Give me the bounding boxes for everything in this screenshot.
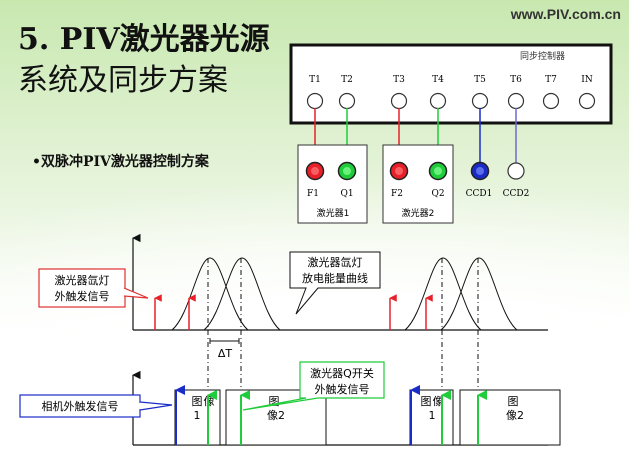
callout-discharge-line2: 放电能量曲线 — [302, 271, 368, 285]
bullet-heading: •双脉冲PIV激光器控制方案 — [32, 154, 209, 170]
port-label-t7: T7 — [545, 75, 557, 85]
frame2a-line2: 像2 — [267, 409, 285, 422]
callout-discharge-curve — [289, 251, 381, 315]
callout-q-switch-line2: 外触发信号 — [315, 382, 370, 396]
callout-flash-trigger — [38, 268, 126, 308]
frame2a-line1: 图 — [269, 395, 280, 408]
frame-image2-pair2 — [459, 389, 561, 446]
ccd1-label: CCD1 — [466, 189, 493, 199]
port-t5-connector — [471, 92, 489, 110]
callout-flash-trigger-line1: 激光器氙灯 — [55, 273, 110, 287]
frame1a-char3: 1 — [194, 409, 201, 422]
sync-controller-label: 同步控制器 — [520, 50, 565, 62]
frame1b-char3: 1 — [429, 409, 436, 422]
frame1b-char2: 像 — [433, 395, 444, 408]
callout-q-switch-trigger — [242, 361, 385, 411]
discharge-curve-1a — [171, 257, 249, 331]
sync-controller-box — [289, 43, 613, 125]
ccd2-label: CCD2 — [503, 189, 530, 199]
frame1b-char1: 图 — [421, 395, 432, 408]
slide-title-line1: 5. PIV激光器光源 — [18, 22, 270, 57]
port-label-t4: T4 — [432, 75, 444, 85]
laser1-label: 激光器1 — [317, 207, 350, 219]
port-label-t5: T5 — [474, 75, 486, 85]
port-t7-connector — [542, 92, 560, 110]
ccd2-connector — [507, 162, 525, 180]
port-label-t6: T6 — [510, 75, 522, 85]
port-in-connector — [578, 92, 596, 110]
laser2-box — [382, 144, 454, 224]
laser1-box — [297, 144, 368, 224]
port-label-in: IN — [581, 75, 593, 85]
port-t4-connector — [429, 92, 447, 110]
callout-flash-trigger-line2: 外触发信号 — [55, 289, 110, 303]
slide-title-line2: 系统及同步方案 — [18, 63, 228, 98]
frame2b-line2: 像2 — [506, 409, 524, 422]
callout-q-switch-line1: 激光器Q开关 — [310, 366, 374, 380]
port-t1-connector — [306, 92, 324, 110]
callout-discharge-line1: 激光器氙灯 — [308, 255, 363, 269]
port-t6-connector — [507, 92, 525, 110]
port-t2-connector — [338, 92, 356, 110]
delta-t-label: ΔT — [218, 347, 233, 360]
discharge-curve-1b — [203, 257, 281, 331]
laser1-port-f1: F1 — [307, 189, 319, 199]
port-label-t3: T3 — [393, 75, 405, 85]
discharge-curve-2b — [440, 257, 518, 331]
discharge-curve-2a — [404, 257, 482, 331]
port-t3-connector — [390, 92, 408, 110]
laser2-port-q2: Q2 — [431, 189, 444, 199]
callout-camera-trigger-text: 相机外触发信号 — [42, 399, 119, 413]
laser1-port-q1: Q1 — [340, 189, 353, 199]
website-url: www.PIV.com.cn — [510, 6, 621, 22]
frame1a-char1: 图 — [192, 395, 203, 408]
port-label-t1: T1 — [309, 75, 321, 85]
laser2-label: 激光器2 — [402, 207, 435, 219]
laser2-port-f2: F2 — [391, 189, 403, 199]
frame2b-line1: 图 — [508, 395, 519, 408]
port-label-t2: T2 — [341, 75, 353, 85]
